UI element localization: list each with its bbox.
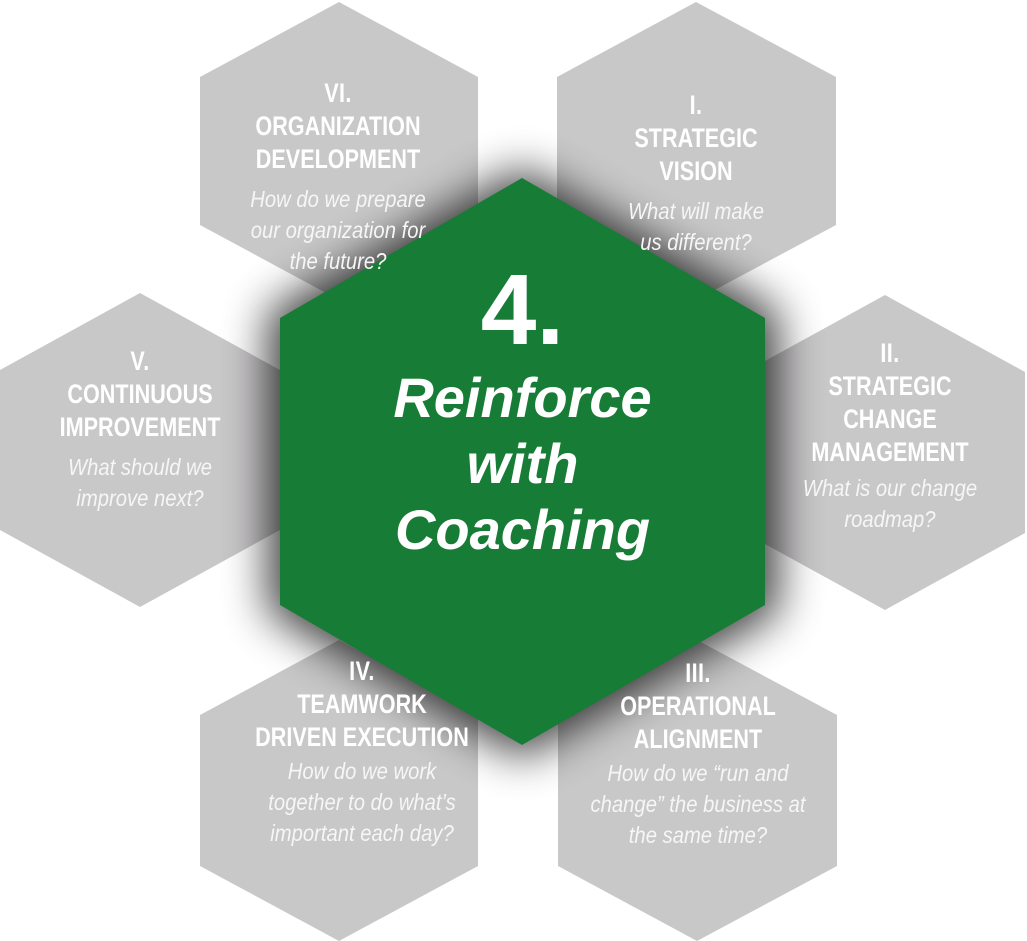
hex-i: I. STRATEGIC VISION What will make us di… [546,88,846,258]
hex-ii-title-3: MANAGEMENT [811,437,969,467]
hex-vi: VI. ORGANIZATION DEVELOPMENT How do we p… [188,76,488,277]
hex-i-question: What will make us different? [627,198,765,255]
hex-i-title-1: STRATEGIC [634,123,758,153]
hex-i-shape [557,2,836,300]
hex-iii: III. OPERATIONAL ALIGNMENT How do we “ru… [548,656,848,851]
hex-iv-title-1: TEAMWORK [297,689,427,719]
hex-vi-number: VI. [324,78,352,108]
hex-iv: IV. TEAMWORK DRIVEN EXECUTION How do we … [212,654,512,849]
hex-ii: II. STRATEGIC CHANGE MANAGEMENT What is … [740,336,1027,535]
hex-ii-shape [745,295,1025,610]
hex-v: V. CONTINUOUS IMPROVEMENT What should we… [0,344,290,514]
hex-iv-number: IV. [349,656,375,686]
center-title-1: Reinforce [393,366,652,429]
hex-i-number: I. [689,90,703,120]
hex-v-title-1: CONTINUOUS [67,379,213,409]
hex-ii-title-1: STRATEGIC [828,371,952,401]
hex-vi-question: How do we prepare our organization for t… [250,186,426,274]
center-title-2: with [466,432,579,495]
center-title-3: Coaching [394,498,651,561]
hex-iii-number: III. [685,658,711,688]
hex-vi-title-1: ORGANIZATION [255,111,421,141]
hex-iii-question: How do we “run and change” the business … [590,760,806,848]
hex-iv-question: How do we work together to do what’s imp… [268,758,456,846]
center-hex-shape [280,178,765,745]
hex-ii-number: II. [880,338,900,368]
center-number: 4. [480,254,565,366]
hex-v-shape [0,293,280,607]
center-hex: 4. Reinforce with Coaching [300,255,745,563]
hex-iii-title-1: OPERATIONAL [620,691,776,721]
hex-v-question: What should we improve next? [67,454,212,511]
hex-vi-title-2: DEVELOPMENT [255,144,421,174]
hex-iii-shape [558,640,837,941]
hex-v-number: V. [130,346,150,376]
hex-iii-title-2: ALIGNMENT [633,724,763,754]
hex-v-title-2: IMPROVEMENT [59,412,221,442]
hex-ii-question: What is our change roadmap? [802,475,978,532]
hex-iv-title-2: DRIVEN EXECUTION [255,722,469,752]
hex-ii-title-2: CHANGE [843,404,937,434]
hex-vi-shape [200,2,478,300]
hex-iv-shape [200,640,478,941]
hex-i-title-2: VISION [659,156,733,186]
